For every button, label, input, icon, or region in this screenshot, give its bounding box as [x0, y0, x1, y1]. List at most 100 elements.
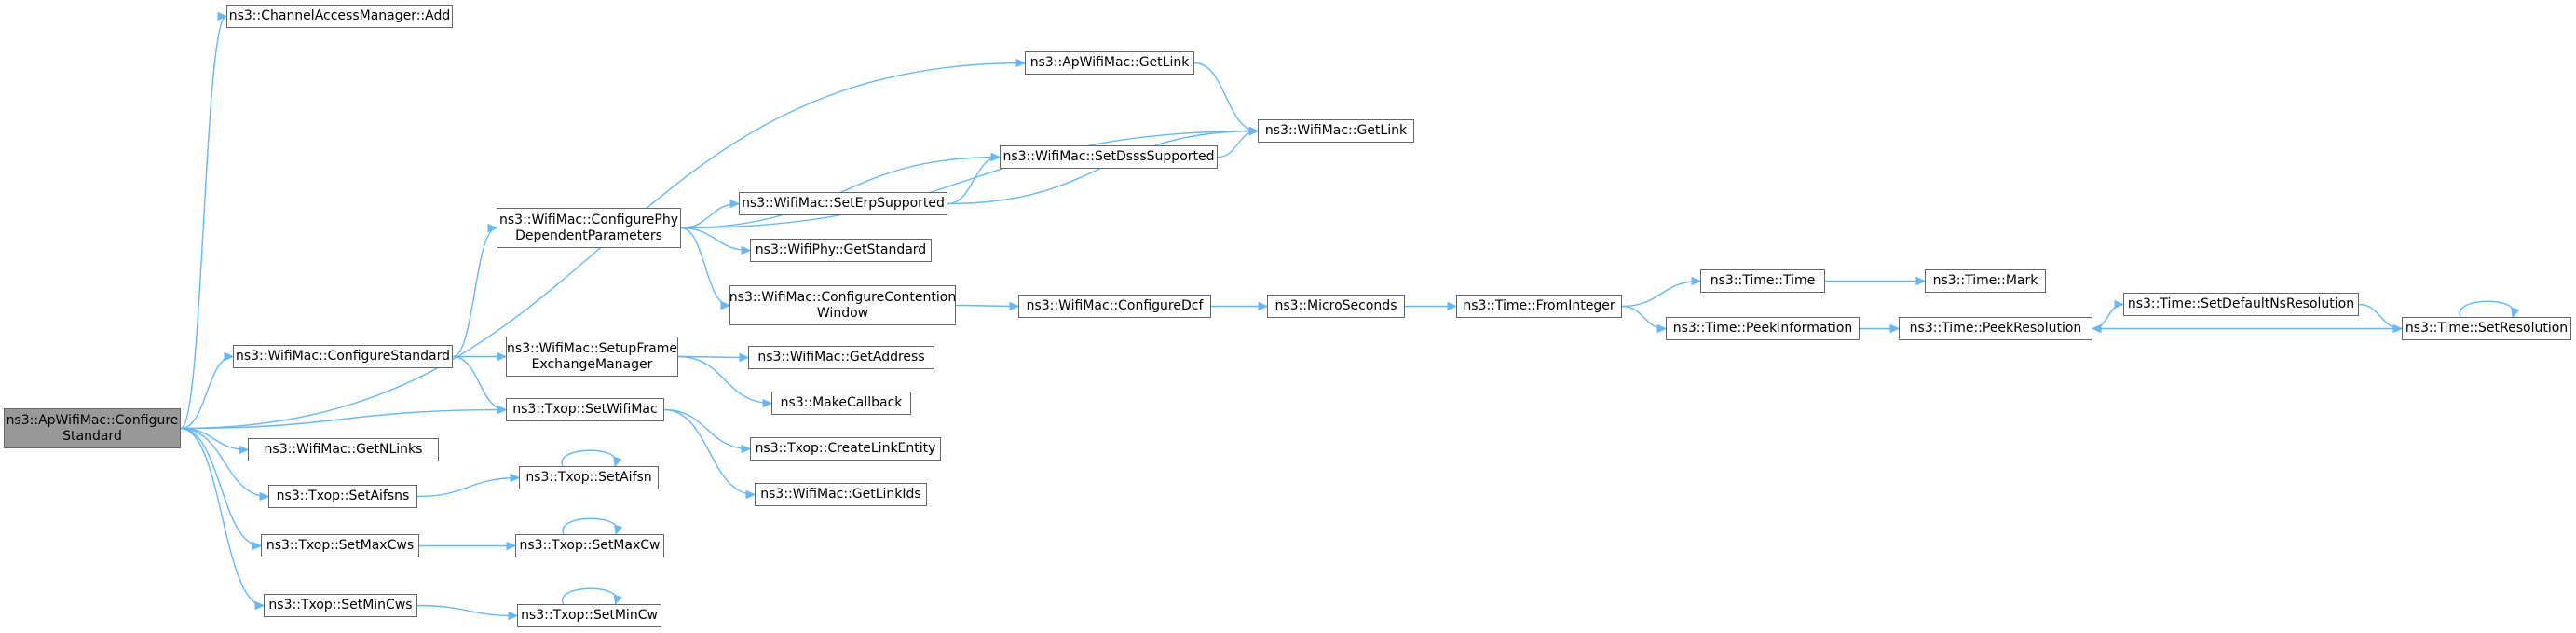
node-setmincw[interactable]: ns3::Txop::SetMinCw — [517, 604, 661, 627]
node-getnlinks[interactable]: ns3::WifiMac::GetNLinks — [248, 438, 439, 461]
node-label: ns3::Time::FromInteger — [1463, 298, 1615, 313]
edge-arrowhead — [487, 223, 498, 233]
edge-arrowhead — [720, 300, 731, 310]
edge-arrowhead — [1915, 276, 1927, 286]
edge-arrowhead — [614, 524, 623, 536]
node-createle[interactable]: ns3::Txop::CreateLinkEntity — [750, 437, 941, 461]
node-label: ns3::WifiMac::SetDsssSupported — [1002, 149, 1215, 164]
call-edge — [180, 427, 262, 547]
edge-arrowhead — [729, 199, 741, 209]
node-fromint[interactable]: ns3::Time::FromInteger — [1456, 295, 1622, 318]
node-getstd[interactable]: ns3::WifiPhy::GetStandard — [750, 239, 932, 262]
node-wm-getlink[interactable]: ns3::WifiMac::GetLink — [1258, 119, 1414, 143]
node-setmaxcw[interactable]: ns3::Txop::SetMaxCw — [515, 534, 664, 557]
edge-arrowhead — [510, 473, 521, 483]
call-edge — [1193, 62, 1259, 132]
call-edge — [180, 408, 507, 430]
call-edge — [416, 604, 518, 617]
call-edge — [663, 408, 751, 450]
node-cam-add[interactable]: ns3::ChannelAccessManager::Add — [226, 5, 453, 28]
call-edge — [663, 408, 756, 496]
edge-arrowhead — [613, 594, 622, 606]
node-label: ns3::Txop::SetMinCw — [521, 608, 658, 623]
node-label: ExchangeManager — [531, 356, 653, 372]
node-label: ns3::ApWifiMac::Configure — [6, 412, 179, 428]
edge-arrowhead — [1258, 301, 1269, 311]
node-setwifimac[interactable]: ns3::Txop::SetWifiMac — [506, 398, 664, 421]
edge-arrowhead — [254, 600, 266, 611]
node-getlinkids[interactable]: ns3::WifiMac::GetLinkIds — [755, 483, 927, 506]
call-edge — [452, 355, 507, 411]
node-peekinfo[interactable]: ns3::Time::PeekInformation — [1666, 317, 1860, 340]
node-cfgstd[interactable]: ns3::WifiMac::ConfigureStandard — [233, 345, 453, 368]
node-timetime[interactable]: ns3::Time::Time — [1700, 269, 1825, 293]
node-setaifsn[interactable]: ns3::Txop::SetAifsn — [519, 466, 659, 489]
call-edge — [562, 517, 618, 535]
node-label: ns3::Txop::SetWifiMac — [512, 402, 658, 417]
node-label: DependentParameters — [515, 227, 662, 243]
edge-arrowhead — [741, 444, 752, 454]
edge-arrowhead — [745, 489, 756, 500]
node-setaifsns[interactable]: ns3::Txop::SetAifsns — [268, 485, 417, 508]
node-micro[interactable]: ns3::MicroSeconds — [1267, 295, 1405, 318]
call-edge — [561, 449, 617, 467]
node-mkcb[interactable]: ns3::MakeCallback — [771, 392, 911, 415]
node-mark[interactable]: ns3::Time::Mark — [1925, 269, 2046, 293]
node-label: ns3::WifiMac::ConfigureStandard — [235, 349, 451, 364]
node-label: ns3::Time::PeekResolution — [1909, 321, 2082, 336]
edge-arrowhead — [259, 491, 270, 502]
node-label: ns3::Txop::SetAifsn — [525, 470, 652, 485]
call-edge — [677, 355, 772, 405]
node-peekres[interactable]: ns3::Time::PeekResolution — [1899, 317, 2092, 340]
edge-arrowhead — [990, 152, 1002, 162]
edge-arrowhead — [1889, 323, 1901, 334]
node-label: ns3::ApWifiMac::GetLink — [1029, 55, 1190, 70]
call-edge — [180, 427, 265, 607]
node-label: ns3::Time::Mark — [1932, 273, 2038, 288]
call-edge — [1621, 280, 1701, 308]
node-label: Window — [816, 305, 869, 321]
call-edge — [180, 427, 269, 498]
call-edge — [947, 156, 1001, 205]
node-label: ns3::Txop::SetMinCws — [268, 598, 413, 612]
edge-arrowhead — [1248, 126, 1260, 136]
node-setres[interactable]: ns3::Time::SetResolution — [2402, 317, 2571, 340]
node-setmaxcws[interactable]: ns3::Txop::SetMaxCws — [261, 534, 419, 557]
node-label: ns3::WifiMac::SetErpSupported — [742, 196, 945, 211]
call-edge — [2358, 303, 2403, 330]
edge-arrowhead — [497, 351, 508, 362]
edge-arrowhead — [739, 352, 750, 363]
node-label: ns3::WifiMac::GetLink — [1264, 123, 1408, 138]
node-setmincws[interactable]: ns3::Txop::SetMinCws — [264, 594, 417, 617]
edge-arrowhead — [1009, 301, 1020, 311]
node-dcf[interactable]: ns3::WifiMac::ConfigureDcf — [1018, 295, 1211, 318]
node-label: ns3::WifiPhy::GetStandard — [755, 242, 927, 257]
node-label: ns3::WifiMac::SetupFrame — [507, 340, 677, 356]
node-label: ns3::ChannelAccessManager::Add — [228, 8, 451, 23]
node-label: ns3::WifiMac::ConfigureDcf — [1026, 298, 1204, 313]
call-edge — [1217, 130, 1259, 158]
edge-arrowhead — [1656, 323, 1668, 334]
node-getaddr[interactable]: ns3::WifiMac::GetAddress — [748, 346, 934, 369]
node-label: ns3::Txop::SetMaxCws — [266, 538, 415, 553]
node-label: ns3::Time::SetDefaultNsResolution — [2127, 296, 2355, 311]
call-edge — [180, 15, 227, 430]
node-label: ns3::WifiMac::ConfigureContention — [729, 289, 957, 305]
call-edge — [452, 227, 497, 358]
call-edge — [180, 355, 234, 430]
node-label: ns3::Time::PeekInformation — [1672, 321, 1853, 336]
node-setdefns[interactable]: ns3::Time::SetDefaultNsResolution — [2123, 293, 2359, 316]
node-label: ns3::Time::Time — [1710, 273, 1816, 288]
call-edge — [2459, 300, 2515, 318]
node-label: ns3::MicroSeconds — [1274, 298, 1397, 313]
call-edge — [680, 130, 1259, 229]
node-ap-getlink[interactable]: ns3::ApWifiMac::GetLink — [1025, 51, 1194, 75]
call-edge — [680, 227, 730, 307]
node-dsss[interactable]: ns3::WifiMac::SetDsssSupported — [1000, 145, 1218, 169]
edge-arrowhead — [2114, 299, 2125, 310]
node-erp[interactable]: ns3::WifiMac::SetErpSupported — [739, 192, 947, 215]
